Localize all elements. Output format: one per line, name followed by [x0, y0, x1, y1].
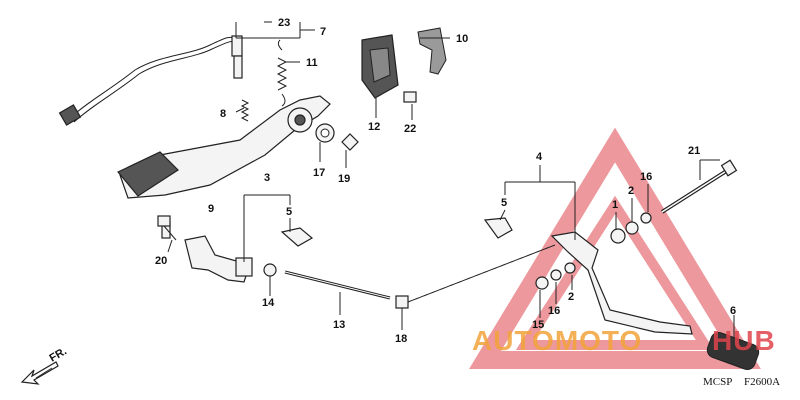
callout-16-top: 16 [640, 171, 652, 183]
brake-rod [284, 244, 556, 309]
front-arrow: FR. [20, 345, 69, 385]
return-spring [276, 39, 288, 107]
bolt-20 [157, 215, 177, 241]
callout-7: 7 [320, 26, 326, 38]
front-label: FR. [48, 345, 69, 364]
watermark-automoto: AUTOMOTO [472, 325, 642, 356]
callout-15: 15 [532, 319, 544, 331]
callout-5-right: 5 [501, 197, 507, 209]
callout-16-bottom: 16 [548, 305, 560, 317]
diagram-code-left: MCSP [703, 376, 732, 388]
right-pedal [483, 212, 760, 371]
watermark-triangle [469, 127, 761, 369]
callout-9: 9 [208, 203, 214, 215]
callout-19: 19 [338, 173, 350, 185]
callout-13: 13 [333, 319, 345, 331]
brake-switch-wire [58, 35, 243, 126]
callout-6: 6 [730, 305, 736, 317]
diagram-code-right: F2600A [744, 376, 780, 388]
leader-lines [167, 21, 735, 338]
callout-11: 11 [306, 57, 318, 69]
bracket-plate [417, 27, 447, 75]
callout-14: 14 [262, 297, 275, 309]
watermark-text: AUTOMOTO HUB [472, 325, 776, 356]
callout-labels: 23 7 11 8 10 12 22 3 5 17 19 9 20 14 13 … [155, 17, 736, 345]
cotter-pin [341, 133, 359, 151]
callout-12: 12 [368, 121, 380, 133]
callout-2-top: 2 [628, 185, 634, 197]
callout-1: 1 [612, 199, 618, 211]
callout-21: 21 [688, 145, 700, 157]
callout-4: 4 [536, 151, 543, 163]
callout-8: 8 [220, 108, 226, 120]
callout-5-left: 5 [286, 206, 292, 218]
long-bolt [660, 159, 738, 214]
brake-pedal [117, 95, 331, 199]
callout-3: 3 [264, 172, 270, 184]
callout-23: 23 [278, 17, 290, 29]
callout-18: 18 [395, 333, 407, 345]
callout-2-bottom: 2 [568, 291, 574, 303]
switch-cover [361, 34, 417, 103]
watermark-hub: HUB [712, 325, 776, 356]
switch-spring [240, 99, 250, 122]
callout-20: 20 [155, 255, 167, 267]
callout-17: 17 [313, 167, 325, 179]
callout-10: 10 [456, 33, 468, 45]
callout-22: 22 [404, 123, 416, 135]
